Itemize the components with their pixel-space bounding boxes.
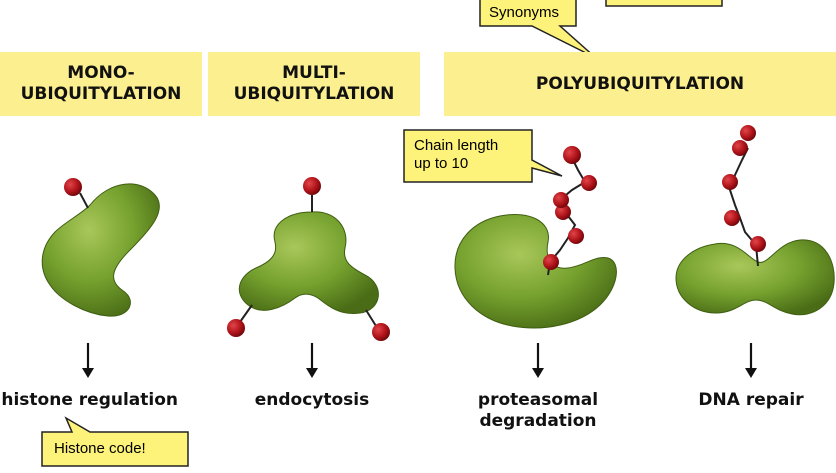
chain-length-line1: Chain length	[414, 137, 499, 154]
outcome-endocytosis: endocytosis	[242, 390, 382, 411]
proteasome-target-protein	[454, 214, 617, 329]
multi-protein	[238, 211, 379, 315]
dna-repair-protein	[675, 239, 835, 316]
outcome-histone-regulation: histone regulation	[0, 390, 178, 411]
outcome-proteasomal-line2: degradation	[479, 411, 597, 431]
ubiquitin-marker	[64, 178, 82, 196]
header-mono-line2: UBIQUITYLATION	[20, 84, 182, 104]
outcome-proteasomal-line1: proteasomal	[477, 390, 599, 410]
arrow-dna-repair	[745, 343, 757, 378]
header-polyubiquitylation: POLYUBIQUITYLATION	[444, 52, 836, 116]
synonyms-callout: Synonyms	[489, 4, 559, 22]
ubiquitin-chain-proteasomal	[543, 146, 597, 276]
chain-length-line2: up to 10	[414, 155, 469, 172]
outcome-endocytosis-text: endocytosis	[254, 390, 370, 410]
outcome-dna-repair: DNA repair	[686, 390, 816, 411]
header-mono-line1: MONO-	[67, 63, 135, 83]
ubiquitin-marker	[303, 177, 321, 195]
arrow-multi	[306, 343, 318, 378]
ubiquitin-marker	[227, 319, 245, 337]
mono-protein	[41, 183, 160, 317]
ubiquitin-chain-dna-repair	[722, 125, 766, 267]
histone-code-callout-shape	[41, 416, 189, 467]
chain-length-callout-shape	[403, 129, 563, 183]
synonyms-text: Synonyms	[489, 4, 560, 21]
header-multi-line1: MULTI-	[282, 63, 346, 83]
outcome-proteasomal-degradation: proteasomal degradation	[463, 390, 613, 432]
header-poly-text: POLYUBIQUITYLATION	[535, 73, 745, 94]
histone-code-text: Histone code!	[54, 440, 146, 457]
histone-code-callout: Histone code!	[54, 440, 146, 458]
outcome-histone-text: histone regulation	[1, 390, 178, 410]
outcome-dna-repair-text: DNA repair	[698, 390, 804, 410]
synonyms-callout-shape	[479, 0, 597, 59]
partial-callout-box	[605, 0, 723, 7]
arrow-mono	[82, 343, 94, 378]
header-mono-ubiquitylation: MONO- UBIQUITYLATION	[0, 52, 202, 116]
chain-length-callout: Chain length up to 10	[414, 137, 498, 173]
arrow-proteasomal	[532, 343, 544, 378]
header-multi-line2: UBIQUITYLATION	[233, 84, 395, 104]
ubiquitin-marker	[372, 323, 390, 341]
header-multi-ubiquitylation: MULTI- UBIQUITYLATION	[208, 52, 420, 116]
